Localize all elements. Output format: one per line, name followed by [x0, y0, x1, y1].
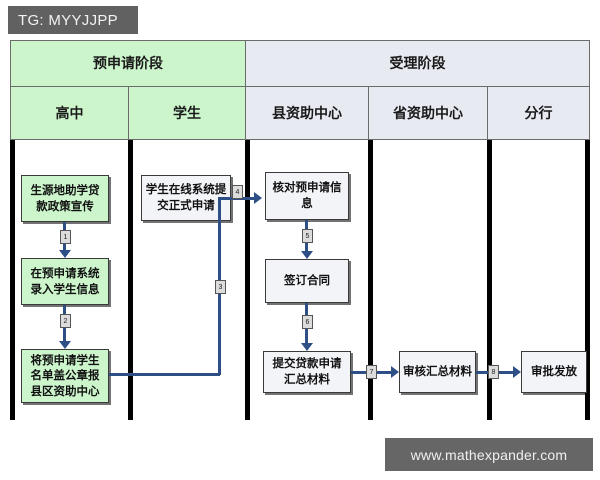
role-cell-branch: 分行 [488, 86, 589, 139]
node-submit-loan-materials[interactable]: 提交贷款申请汇总材料 [263, 351, 351, 393]
connector-8-label: 8 [488, 365, 499, 379]
node-sign-contract[interactable]: 签订合同 [265, 259, 349, 303]
connector-2-label: 2 [60, 314, 71, 328]
connector-6-arrowhead [301, 343, 313, 351]
phase-cell-preapplication: 预申请阶段 [11, 41, 246, 86]
role-cell-highschool: 高中 [11, 86, 129, 139]
connector-4-label: 4 [232, 185, 243, 199]
swimlane-body: 生源地助学贷款政策宣传 1 在预申请系统录入学生信息 2 将预申请学生名单盖公章… [10, 140, 590, 420]
phase-row: 预申请阶段 受理阶段 [11, 41, 589, 86]
tg-tag: TG: MYYJJPP [8, 6, 138, 34]
connector-1-label: 1 [60, 230, 71, 244]
connector-4-arrowhead [254, 192, 262, 204]
node-policy-publicity[interactable]: 生源地助学贷款政策宣传 [21, 175, 109, 222]
connector-5-label: 5 [302, 229, 313, 243]
role-cell-student: 学生 [129, 86, 246, 139]
node-review-summary-materials[interactable]: 审核汇总材料 [399, 351, 476, 393]
connector-3-label: 3 [215, 280, 226, 294]
connector-7-label: 7 [366, 365, 377, 379]
connector-1-arrowhead [59, 250, 71, 258]
node-verify-preapplication-info[interactable]: 核对预申请信息 [265, 172, 349, 220]
node-report-name-list[interactable]: 将预申请学生名单盖公章报县区资助中心 [21, 349, 109, 403]
connector-6-label: 6 [302, 315, 313, 329]
connector-8-arrowhead [513, 366, 521, 378]
watermark: www.mathexpander.com [385, 438, 593, 471]
node-enter-student-info[interactable]: 在预申请系统录入学生信息 [21, 258, 109, 305]
swimlane-header: 预申请阶段 受理阶段 高中 学生 县资助中心 省资助中心 分行 [10, 40, 590, 140]
node-submit-formal-application[interactable]: 学生在线系统提交正式申请 [141, 175, 231, 221]
node-approve-disbursement[interactable]: 审批发放 [521, 351, 587, 393]
connector-3-horizontal [109, 373, 220, 376]
role-row: 高中 学生 县资助中心 省资助中心 分行 [11, 85, 589, 139]
role-cell-province-center: 省资助中心 [369, 86, 488, 139]
role-cell-county-center: 县资助中心 [246, 86, 369, 139]
connector-7-arrowhead [391, 366, 399, 378]
connector-5-arrowhead [301, 251, 313, 259]
phase-cell-acceptance: 受理阶段 [246, 41, 589, 86]
connector-2-arrowhead [59, 341, 71, 349]
